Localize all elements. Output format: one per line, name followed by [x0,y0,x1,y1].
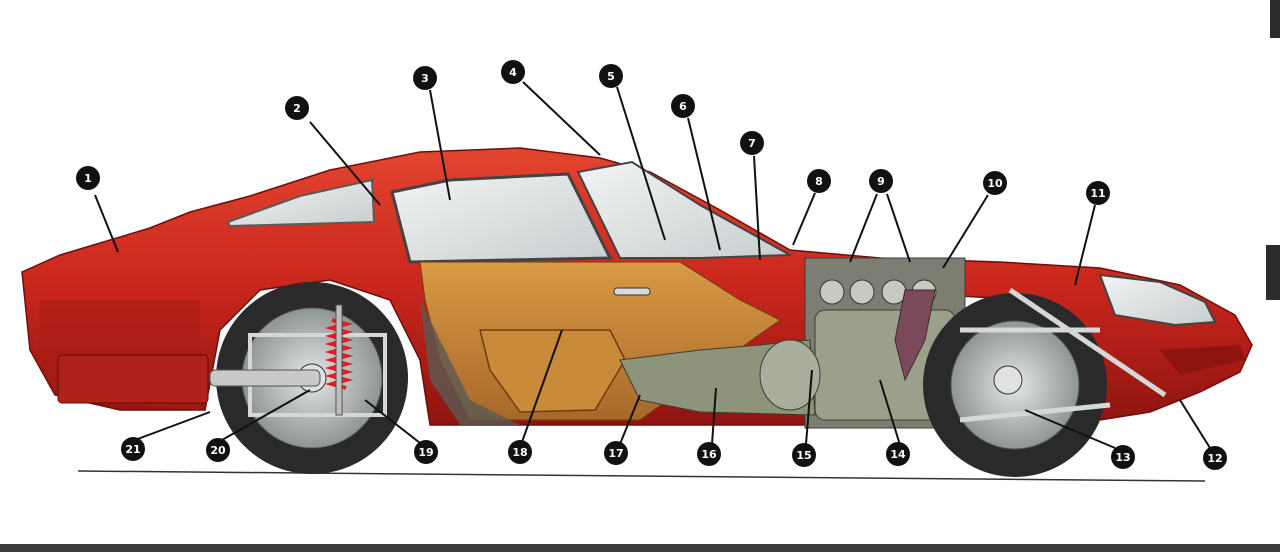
leader-lines [94,81,1211,449]
svg-text:5: 5 [607,70,615,83]
svg-text:17: 17 [608,447,623,460]
callout-16: 16 [697,442,721,466]
rear-light [57,354,209,404]
callout-7: 7 [740,131,764,155]
svg-text:10: 10 [987,177,1003,190]
svg-text:14: 14 [890,448,906,461]
svg-text:21: 21 [125,443,140,456]
svg-text:3: 3 [421,72,429,85]
callout-20: 20 [206,438,230,462]
headlight [1098,273,1217,327]
svg-text:13: 13 [1115,451,1130,464]
svg-text:20: 20 [210,444,226,457]
svg-text:2: 2 [293,102,301,115]
callout-6: 6 [671,94,695,118]
callout-5: 5 [599,64,623,88]
callout-21: 21 [121,437,145,461]
svg-text:12: 12 [1207,452,1222,465]
svg-text:9: 9 [877,175,885,188]
callout-11: 11 [1086,181,1110,205]
callout-3: 3 [413,66,437,90]
windscreen [576,160,794,259]
callout-1: 1 [76,166,100,190]
callout-19: 19 [414,440,438,464]
right-edge-mark-top [1270,0,1280,38]
callout-14: 14 [886,442,910,466]
front-wheel [923,293,1107,477]
svg-text:15: 15 [796,449,811,462]
callout-15: 15 [792,443,816,467]
svg-text:6: 6 [679,100,687,113]
callout-10: 10 [983,171,1007,195]
callout-4: 4 [501,60,525,84]
callout-8: 8 [807,169,831,193]
exhaust-manifold [894,289,936,382]
callout-9: 9 [869,169,893,193]
svg-text:16: 16 [701,448,717,461]
front-air-intake [1160,345,1245,375]
chassis-insulation [420,300,520,425]
svg-text:1: 1 [84,172,92,185]
callout-12: 12 [1203,446,1227,470]
svg-text:19: 19 [418,446,433,459]
door-handle [613,287,651,296]
front-suspension [959,287,1167,423]
callout-17: 17 [604,441,628,465]
svg-text:7: 7 [748,137,756,150]
rear-driveshaft [209,369,321,387]
svg-text:8: 8 [815,175,823,188]
svg-text:4: 4 [509,66,517,79]
right-edge-mark-middle [1266,245,1280,300]
clutch-housing [759,339,821,411]
callout-13: 13 [1111,445,1135,469]
svg-text:18: 18 [512,446,527,459]
callout-2: 2 [285,96,309,120]
shock-absorber [335,304,343,416]
bottom-bar [0,544,1280,552]
seat [479,329,626,413]
callout-18: 18 [508,440,532,464]
ground-line [77,470,1206,482]
rear-quarter-glass [226,178,376,228]
side-window [390,172,613,264]
svg-text:11: 11 [1090,187,1105,200]
